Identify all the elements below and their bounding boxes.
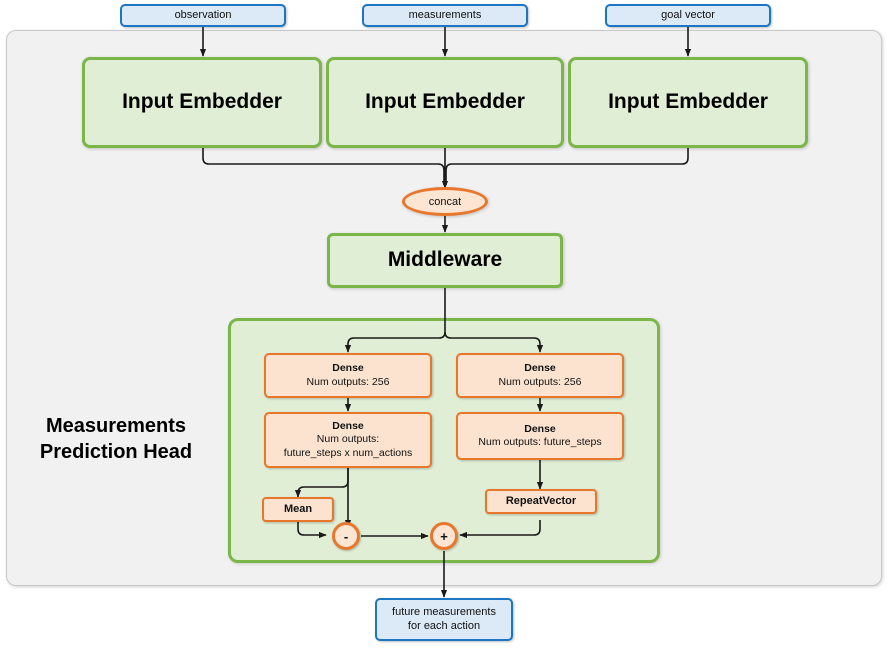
middleware-block[interactable]: Middleware (327, 233, 563, 288)
input-box-observation[interactable]: observation (120, 4, 286, 27)
right-dense-256-title: Dense (524, 362, 556, 375)
prediction-head-title: Measurements Prediction Head (16, 413, 216, 465)
input-box-goal-vector-label: goal vector (661, 8, 715, 21)
add-operator-symbol: + (440, 528, 448, 544)
left-dense-256-outputs: Num outputs: 256 (306, 375, 390, 388)
input-box-measurements-label: measurements (408, 8, 482, 21)
left-dense-actions-outputs-value: future_steps x num_actions (283, 446, 413, 459)
prediction-head-title-line1: Measurements (45, 415, 187, 437)
input-embedder-3-label: Input Embedder (608, 90, 768, 114)
input-box-observation-label: observation (174, 8, 232, 21)
right-dense-256[interactable]: Dense Num outputs: 256 (456, 353, 624, 398)
input-embedder-3[interactable]: Input Embedder (568, 57, 808, 148)
subtract-operator-node[interactable]: - (332, 522, 360, 550)
prediction-head-title-line2: Prediction Head (39, 441, 193, 463)
left-dense-actions-title: Dense (332, 420, 364, 433)
middleware-label: Middleware (387, 248, 503, 272)
input-embedder-1-label: Input Embedder (122, 90, 282, 114)
output-box-future-measurements[interactable]: future measurements for each action (375, 598, 513, 641)
right-dense-future-steps-title: Dense (524, 422, 556, 435)
left-dense-256[interactable]: Dense Num outputs: 256 (264, 353, 432, 398)
repeat-vector-label: RepeatVector (505, 494, 577, 507)
add-operator-node[interactable]: + (430, 522, 458, 550)
subtract-operator-symbol: - (343, 528, 349, 544)
input-embedder-2[interactable]: Input Embedder (326, 57, 564, 148)
input-embedder-2-label: Input Embedder (365, 90, 525, 114)
left-dense-actions[interactable]: Dense Num outputs: future_steps x num_ac… (264, 412, 432, 468)
left-dense-actions-outputs-label: Num outputs: (316, 433, 380, 446)
right-dense-256-outputs: Num outputs: 256 (498, 375, 582, 388)
repeat-vector-block[interactable]: RepeatVector (485, 489, 597, 514)
output-box-line1: future measurements (392, 605, 496, 618)
concat-node-label: concat (428, 195, 462, 208)
input-box-goal-vector[interactable]: goal vector (605, 4, 771, 27)
mean-block-label: Mean (283, 502, 313, 515)
left-dense-256-title: Dense (332, 362, 364, 375)
mean-block[interactable]: Mean (262, 497, 334, 522)
input-embedder-1[interactable]: Input Embedder (82, 57, 322, 148)
input-box-measurements[interactable]: measurements (362, 4, 528, 27)
concat-node[interactable]: concat (402, 187, 488, 216)
right-dense-future-steps[interactable]: Dense Num outputs: future_steps (456, 412, 624, 460)
output-box-line2: for each action (407, 619, 481, 632)
right-dense-future-steps-outputs: Num outputs: future_steps (478, 436, 602, 448)
